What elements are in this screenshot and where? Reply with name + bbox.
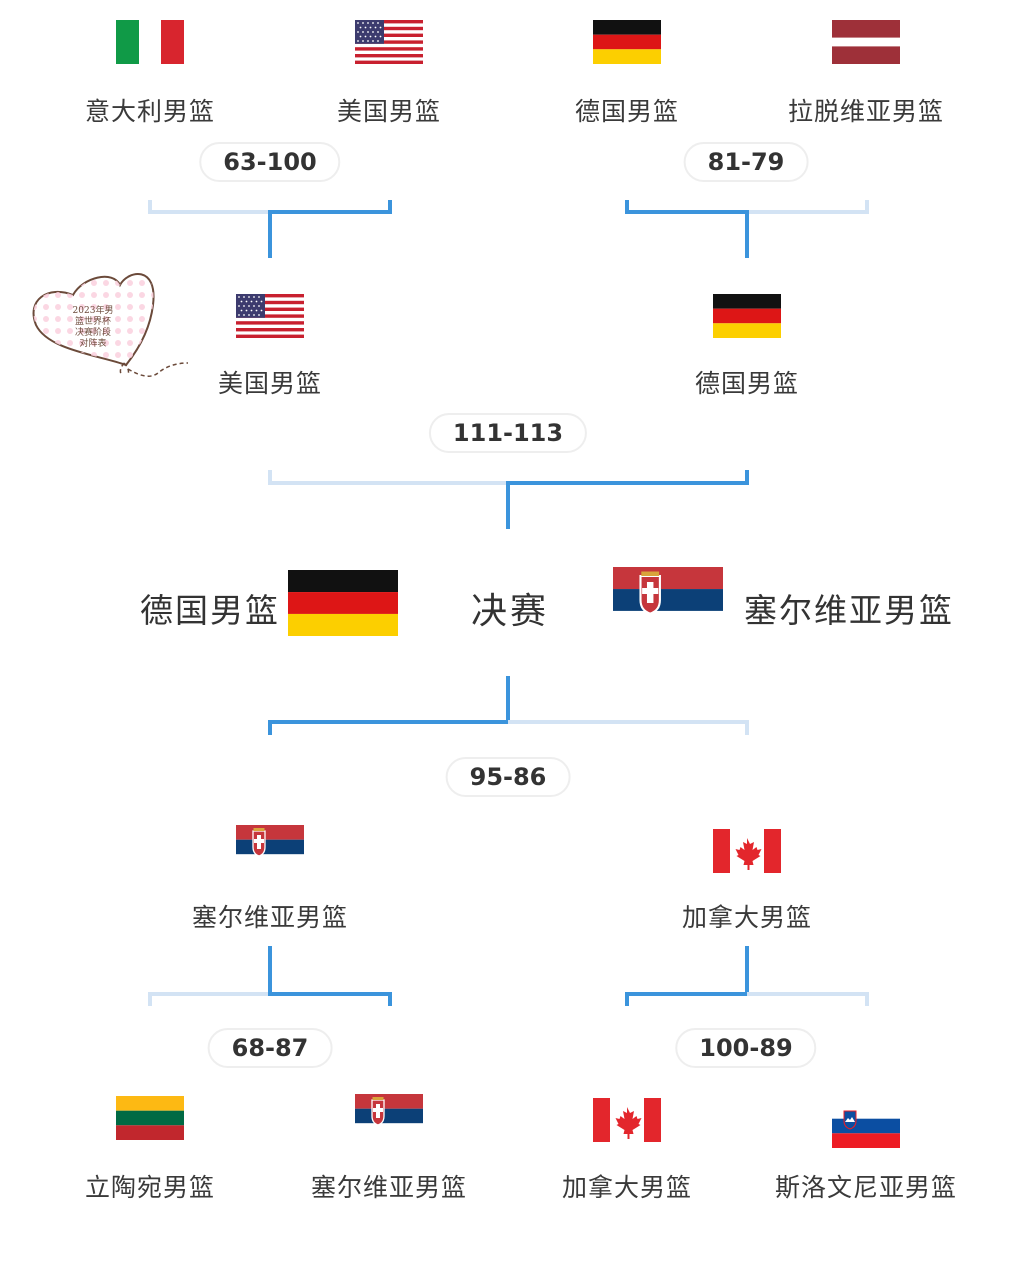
flag-lithuania-icon	[116, 1096, 184, 1140]
bracket-stem-bottom-left	[268, 946, 272, 994]
team-lithuania-label: 立陶宛男篮	[84, 1173, 216, 1202]
score-qf-bottom-right: 100-89	[675, 1028, 817, 1068]
bracket-line-latvia	[747, 210, 869, 214]
bracket-line-usa-sf	[268, 481, 510, 485]
flag-germany-final-icon	[288, 570, 398, 636]
bracket-stem-top-right	[745, 210, 749, 258]
team-serbia-label: 塞尔维亚男篮	[310, 1173, 468, 1202]
score-qf-top-right: 81-79	[683, 142, 809, 182]
bracket-tick-germany-qf	[625, 200, 629, 214]
bracket-line-germany-qf	[625, 210, 749, 214]
flag-canada-sf-icon	[713, 829, 781, 873]
flag-slovenia-icon	[832, 1104, 900, 1148]
score-qf-top-left: 63-100	[199, 142, 341, 182]
bracket-line-slovenia	[747, 992, 869, 996]
flag-germany-sf-icon	[713, 294, 781, 338]
team-usa-label: 美国男篮	[336, 97, 442, 126]
flag-germany-icon	[593, 20, 661, 64]
final-title: 决赛	[471, 591, 550, 632]
team-serbia-sf-label: 塞尔维亚男篮	[191, 903, 349, 932]
team-italy-label: 意大利男篮	[84, 97, 216, 126]
team-canada-label: 加拿大男篮	[561, 1173, 693, 1202]
bracket-line-usa	[268, 210, 392, 214]
bracket-line-lithuania	[148, 992, 270, 996]
bracket-stem-top-left	[268, 210, 272, 258]
team-germany-label: 德国男篮	[574, 97, 680, 126]
bracket-tick-usa-sf	[268, 470, 272, 485]
flag-serbia-icon	[355, 1094, 423, 1138]
score-qf-bottom-left: 68-87	[207, 1028, 333, 1068]
bracket-tick-germany-sf	[745, 470, 749, 485]
bracket-stem-bottom-right	[745, 946, 749, 994]
bracket-line-canada-qf	[625, 992, 749, 996]
flag-canada-icon	[593, 1098, 661, 1142]
bracket-tick-latvia	[865, 200, 869, 214]
bracket-tick-serbia-qf	[388, 992, 392, 1006]
bracket-line-germany-sf	[506, 481, 749, 485]
bracket-tick-serbia-sf	[268, 720, 272, 735]
final-germany-label: 德国男篮	[140, 591, 280, 630]
bracket-line-italy	[148, 210, 270, 214]
team-latvia-label: 拉脱维亚男篮	[787, 97, 945, 126]
bracket-line-serbia-qf	[268, 992, 392, 996]
sticker-line-4: 对阵表	[79, 339, 107, 349]
team-canada-sf-label: 加拿大男篮	[681, 903, 813, 932]
score-sf-top: 111-113	[428, 413, 588, 453]
sticker-line-1: 2023年男	[72, 306, 114, 316]
bracket-stem-sf-bottom	[506, 676, 510, 724]
flag-usa-icon	[355, 20, 423, 64]
score-sf-bottom: 95-86	[445, 757, 571, 797]
bracket-tick-usa	[388, 200, 392, 214]
bracket-tick-lithuania	[148, 992, 152, 1006]
flag-italy-icon	[116, 20, 184, 64]
bracket-tick-slovenia	[865, 992, 869, 1006]
final-serbia-label: 塞尔维亚男篮	[744, 591, 954, 630]
flag-usa-sf-icon	[236, 294, 304, 338]
heart-sticker-text: 2023年男 篮世界杯 决赛阶段 对阵表	[48, 306, 138, 350]
heart-sticker-icon	[32, 273, 189, 377]
bracket-tick-canada-sf	[745, 720, 749, 735]
flag-serbia-sf-icon	[236, 825, 304, 869]
sticker-line-2: 篮世界杯	[74, 317, 111, 327]
bracket-line-serbia-sf	[268, 720, 510, 724]
bracket-tick-canada-qf	[625, 992, 629, 1006]
team-germany-sf-label: 德国男篮	[694, 369, 800, 398]
flag-latvia-icon	[832, 20, 900, 64]
team-slovenia-label: 斯洛文尼亚男篮	[774, 1173, 958, 1202]
bracket-stem-sf-top	[506, 481, 510, 529]
flag-serbia-final-icon	[613, 567, 723, 633]
team-usa-sf-label: 美国男篮	[217, 369, 323, 398]
bracket-tick-italy	[148, 200, 152, 214]
sticker-line-3: 决赛阶段	[74, 328, 111, 338]
bracket-line-canada-sf	[508, 720, 749, 724]
